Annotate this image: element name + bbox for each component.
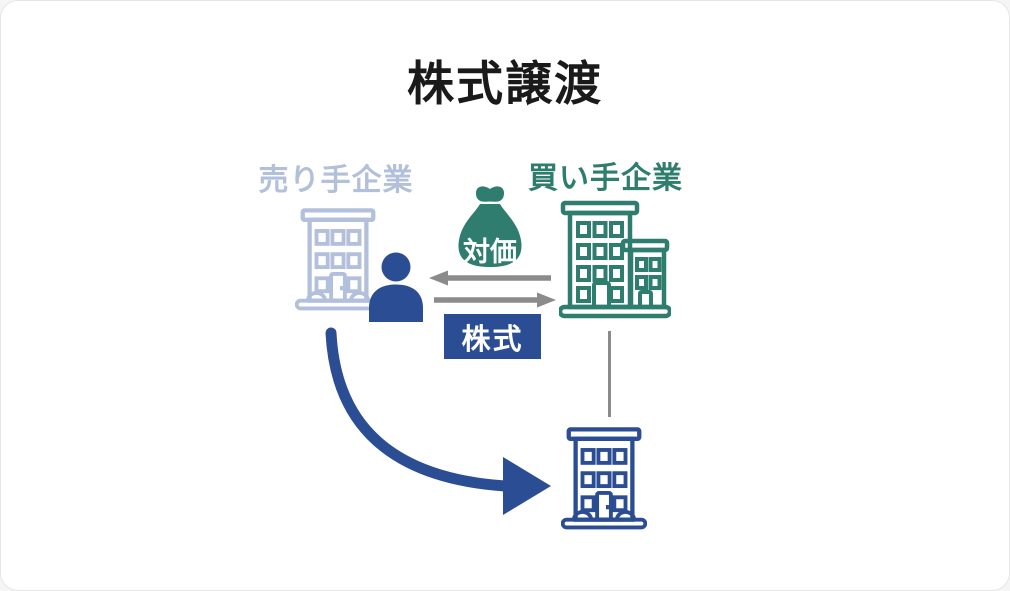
buyer-building-icon [559, 200, 671, 319]
consideration-badge-label: 対価 [463, 237, 517, 267]
target-company-building-icon [561, 427, 647, 530]
shares-badge-label: 株式 [461, 323, 524, 356]
slide-title: 株式譲渡 [407, 57, 603, 110]
consideration-arrow-icon [429, 270, 551, 286]
seller-owner-person-icon [369, 252, 423, 322]
ownership-connector-line [608, 331, 611, 417]
shares-badge: 株式 [444, 314, 541, 359]
transfer-arrow-icon [325, 327, 551, 515]
shares-arrow-icon [434, 292, 556, 308]
buyer-company-label: 買い手企業 [528, 162, 683, 195]
seller-company-label: 売り手企業 [258, 164, 414, 197]
money-bag-icon [458, 186, 522, 267]
